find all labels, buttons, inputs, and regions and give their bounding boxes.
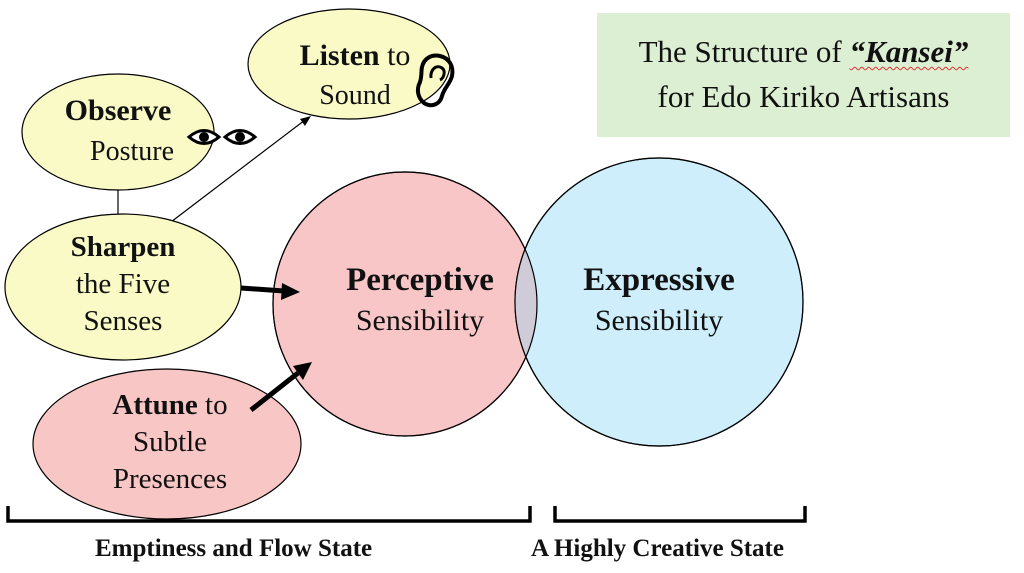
observe-label: Observe — [58, 93, 178, 129]
attune-line3: Presences — [112, 462, 228, 495]
sharpen-label: Sharpen the Five Senses — [43, 230, 203, 338]
sharpen-bold: Sharpen — [70, 231, 176, 263]
attune-label: Attune to Subtle Presences — [70, 388, 270, 496]
left-bracket — [6, 506, 532, 523]
listen-label: Listen to — [280, 38, 430, 74]
attune-line1: Attune to — [70, 388, 270, 423]
perceptive-bold: Perceptive — [346, 262, 494, 298]
listen-sound: Sound — [319, 80, 391, 111]
attune-to: to — [197, 389, 228, 421]
emptiness-flow-label: Emptiness and Flow State — [95, 535, 373, 562]
ear-icon — [415, 53, 455, 108]
attune-node — [32, 368, 302, 520]
kansei-term: “Kansei” — [850, 34, 969, 69]
title-box: The Structure of “Kansei” for Edo Kiriko… — [597, 13, 1010, 137]
kansei-term-text: “Kansei” — [849, 34, 969, 70]
listen-bold: Listen — [299, 39, 380, 72]
sharpen-line2: the Five — [75, 267, 171, 300]
perceptive-label: Perceptive Sensibility — [320, 261, 520, 339]
arrowhead-sharpen — [281, 283, 300, 300]
title-prefix: The Structure of — [638, 34, 850, 70]
observe-posture: Posture — [90, 136, 174, 167]
creative-state-label: A Highly Creative State — [531, 535, 784, 562]
arrowhead-listen — [300, 116, 311, 126]
expressive-outline — [514, 157, 804, 447]
right-bracket — [553, 506, 807, 523]
title-line-2: for Edo Kiriko Artisans — [657, 79, 950, 114]
expressive-bold: Expressive — [583, 262, 735, 298]
sharpen-node — [4, 213, 242, 361]
attune-bold: Attune — [112, 389, 198, 421]
sharpen-line3: Senses — [83, 304, 163, 337]
arrow-attune-to-perceptive — [249, 371, 300, 412]
expressive-sensibility: Sensibility — [594, 303, 724, 337]
arrow-sharpen-to-perceptive — [240, 285, 285, 294]
listen-to: to — [379, 39, 411, 72]
perceptive-outline — [272, 171, 538, 437]
connector-sharpen-listen — [166, 119, 306, 226]
observe-bold: Observe — [64, 94, 172, 127]
title-line-1: The Structure of “Kansei” — [639, 30, 969, 75]
observe-node — [21, 73, 215, 191]
arrowhead-attune — [293, 362, 312, 380]
perceptive-sensibility: Sensibility — [355, 303, 485, 337]
expressive-label: Expressive Sensibility — [559, 261, 759, 339]
attune-line2: Subtle — [132, 425, 208, 458]
eyes-icon — [186, 129, 258, 145]
